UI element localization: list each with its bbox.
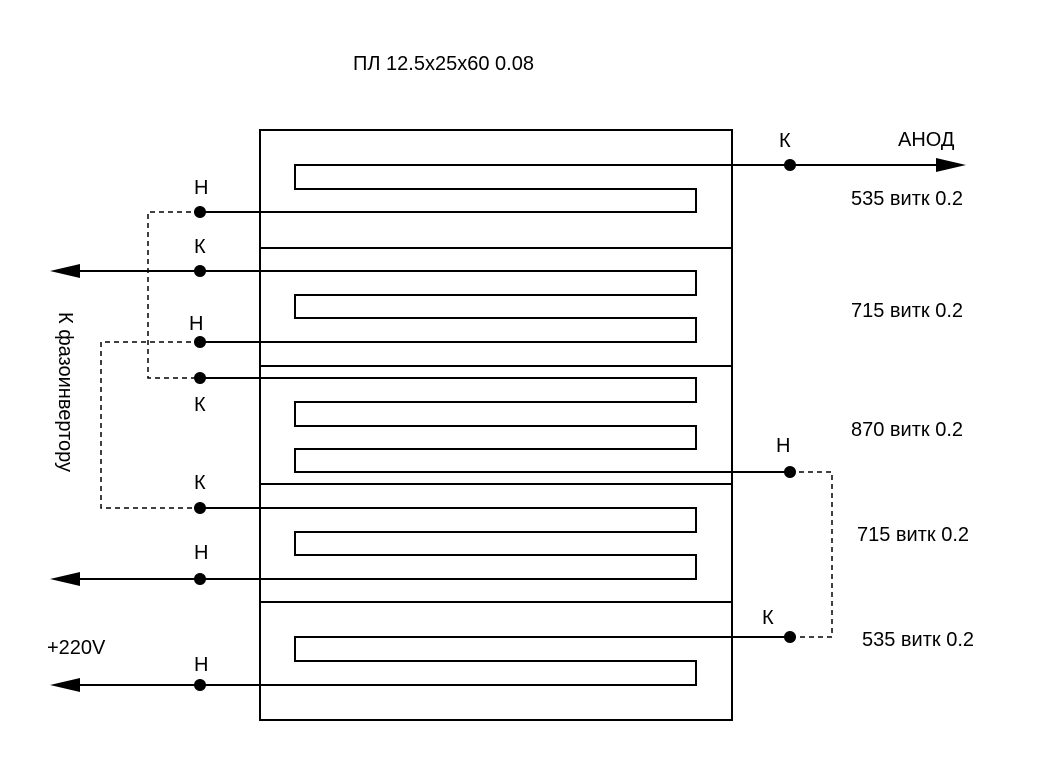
terminal-dot bbox=[194, 502, 206, 514]
terminal-labels: К Н К Н К Н К Н К Н bbox=[189, 130, 791, 676]
turn-counts: 535 витк 0.2 715 витк 0.2 870 витк 0.2 7… bbox=[851, 188, 974, 651]
arrow-left-icon bbox=[50, 264, 80, 278]
arrow-left-icon bbox=[50, 678, 80, 692]
terminal-dot bbox=[194, 206, 206, 218]
terminal-dot bbox=[194, 372, 206, 384]
terminal-label: Н bbox=[776, 435, 790, 457]
terminal-dots bbox=[194, 159, 796, 691]
winding-section-4 bbox=[200, 507, 697, 580]
terminal-label: К bbox=[194, 236, 206, 258]
diagram-title: ПЛ 12.5x25x60 0.08 bbox=[353, 53, 534, 75]
supply-label: +220V bbox=[47, 637, 106, 659]
transformer-core bbox=[259, 129, 733, 721]
jumper-s3-to-s5 bbox=[790, 471, 833, 638]
arrow-left-icon bbox=[50, 572, 80, 586]
turns-label-section-3: 870 витк 0.2 bbox=[851, 419, 963, 441]
terminal-dot bbox=[784, 631, 796, 643]
turns-label-section-4: 715 витк 0.2 bbox=[857, 524, 969, 546]
winding-section-2 bbox=[200, 270, 697, 343]
terminal-dot bbox=[194, 573, 206, 585]
terminal-dot bbox=[784, 466, 796, 478]
core-outline bbox=[259, 129, 733, 721]
terminal-label: К bbox=[194, 394, 206, 416]
terminal-label: К bbox=[779, 130, 791, 152]
terminal-label: К bbox=[762, 607, 774, 629]
terminal-dot bbox=[194, 679, 206, 691]
terminal-label: К bbox=[194, 472, 206, 494]
terminal-label: Н bbox=[194, 542, 208, 564]
winding-paths bbox=[200, 164, 790, 686]
turns-label-section-1: 535 витк 0.2 bbox=[851, 188, 963, 210]
jumper-s1-to-s3 bbox=[147, 211, 200, 379]
winding-section-1 bbox=[200, 164, 790, 213]
turns-label-section-2: 715 витк 0.2 bbox=[851, 300, 963, 322]
terminal-dot bbox=[194, 265, 206, 277]
dashed-jumpers bbox=[100, 211, 833, 638]
arrow-right-icon bbox=[936, 158, 966, 172]
arrow-heads bbox=[50, 158, 966, 692]
winding-section-3 bbox=[200, 377, 790, 473]
anode-label: АНОД bbox=[898, 129, 955, 151]
terminal-label: Н bbox=[194, 654, 208, 676]
phase-inverter-label: К фазоинвертору bbox=[54, 312, 76, 472]
winding-section-5 bbox=[200, 636, 790, 686]
terminal-label: Н bbox=[189, 313, 203, 335]
turns-label-section-5: 535 витк 0.2 bbox=[862, 629, 974, 651]
terminal-label: Н bbox=[194, 177, 208, 199]
jumper-s2-to-s4 bbox=[100, 341, 200, 509]
terminal-dot bbox=[784, 159, 796, 171]
lead-lines bbox=[72, 164, 940, 686]
terminal-dot bbox=[194, 336, 206, 348]
